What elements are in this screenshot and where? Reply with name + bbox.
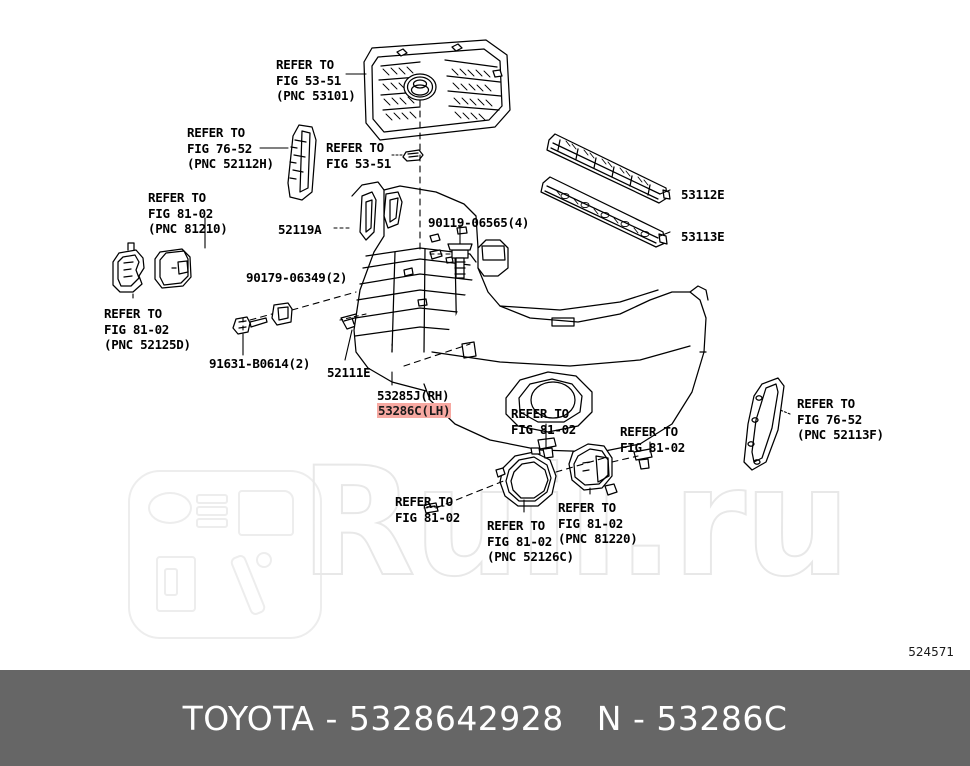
label-refer-52113f: REFER TO FIG 76-52 (PNC 52113F) bbox=[797, 396, 884, 442]
part-side-support-52113F bbox=[743, 377, 785, 471]
label-refer-81022: REFER TO FIG 81-02 bbox=[620, 424, 686, 455]
label-refer-52125d: REFER TO FIG 81-02 (PNC 52125D) bbox=[104, 306, 191, 352]
label-refer-81210: REFER TO FIG 81-02 (PNC 81210) bbox=[148, 190, 228, 236]
part-bolt-90119 bbox=[447, 243, 473, 279]
label-refer-81021: REFER TO FIG 81-02 bbox=[511, 406, 577, 437]
label-part-52119a: 52119A bbox=[278, 222, 322, 237]
label-part-90179: 90179-06349(2) bbox=[246, 270, 348, 285]
part-fog-lamp-cover-52126C bbox=[495, 447, 557, 507]
label-part-90119: 90119-06565(4) bbox=[428, 215, 530, 230]
label-part-53112e: 53112E bbox=[681, 187, 725, 202]
footer-bar: TOYOTA - 5328642928 N - 53286C bbox=[0, 670, 970, 766]
label-refer-53151: REFER TO FIG 53-51 bbox=[326, 140, 392, 171]
part-fog-lamp-81210 bbox=[154, 248, 192, 289]
part-bolt-91631 bbox=[232, 316, 268, 335]
part-90119-clip bbox=[429, 249, 443, 260]
part-nut-90179 bbox=[271, 302, 293, 326]
label-part-52111e: 52111E bbox=[327, 365, 371, 380]
part-fog-lamp-81220 bbox=[568, 443, 618, 496]
part-radiator-grille-53101 bbox=[363, 39, 511, 141]
label-refer-52112h: REFER TO FIG 76-52 (PNC 52112H) bbox=[187, 125, 274, 171]
label-refer-81220: REFER TO FIG 81-02 (PNC 81220) bbox=[558, 500, 638, 546]
assembly-dashed-lines bbox=[249, 99, 639, 509]
label-refer-53101: REFER TO FIG 53-51 (PNC 53101) bbox=[276, 57, 356, 103]
label-part-91631: 91631-B0614(2) bbox=[209, 356, 311, 371]
highlighted-part-code: 53286C(LH) bbox=[377, 403, 452, 418]
leader-lines bbox=[132, 73, 791, 513]
footer-part-title: TOYOTA - 5328642928 N - 53286C bbox=[182, 698, 788, 738]
part-grille-clip bbox=[402, 149, 424, 162]
part-upper-grille-53112E bbox=[546, 133, 671, 204]
part-fog-lamp-bracket-52125D bbox=[112, 242, 145, 293]
diagram-id-code: 524571 bbox=[908, 645, 954, 659]
label-refer-52126c: REFER TO FIG 81-02 (PNC 52126C) bbox=[487, 518, 574, 564]
label-part-53286c-highlighted: 53286C(LH) bbox=[377, 403, 452, 419]
part-side-retainer-52112H bbox=[287, 124, 317, 201]
part-lower-grille-53113E bbox=[540, 176, 668, 248]
part-front-bumper-cover-52119A bbox=[351, 181, 709, 453]
part-fog-lamp-fasteners bbox=[423, 437, 653, 514]
label-part-53285j: 53285J(RH) bbox=[377, 388, 450, 403]
label-refer-81023: REFER TO FIG 81-02 bbox=[395, 494, 461, 525]
label-part-53113e: 53113E bbox=[681, 229, 725, 244]
